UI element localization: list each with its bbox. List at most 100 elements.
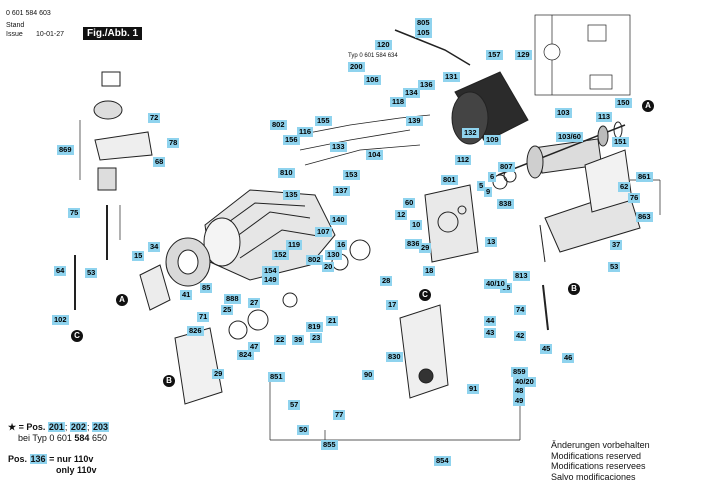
part-label: 810 xyxy=(278,168,295,178)
callout-a-right: A xyxy=(642,100,654,112)
part-label: 78 xyxy=(167,138,180,148)
part-label: 150 xyxy=(615,98,632,108)
part-label: 134 xyxy=(403,88,420,98)
part-label: 116 xyxy=(297,127,314,137)
part-label: 18 xyxy=(423,266,436,276)
part-label: 43 xyxy=(484,328,497,338)
stroke-mechanism xyxy=(399,304,449,399)
wiring-schematic xyxy=(534,14,631,96)
part-label: 13 xyxy=(485,237,498,247)
part-label: 39 xyxy=(292,335,305,345)
part-label: 107 xyxy=(315,227,332,237)
part-label: 44 xyxy=(484,316,497,326)
callout-c-mid: C xyxy=(419,289,431,301)
part-label: 830 xyxy=(386,352,403,362)
gear-housing xyxy=(424,184,479,263)
part-label: 64 xyxy=(54,266,67,276)
doc-number: 0 601 584 603 xyxy=(6,10,51,17)
part-label: 46 xyxy=(562,353,575,363)
part-label: 805 xyxy=(415,18,432,28)
part-label: 807 xyxy=(498,162,515,172)
part-label: 836 xyxy=(405,239,422,249)
part-label: 103/60 xyxy=(556,132,583,142)
part-label: 71 xyxy=(197,312,210,322)
part-label: 45 xyxy=(540,344,553,354)
part-label: 851 xyxy=(268,372,285,382)
part-label: 131 xyxy=(443,72,460,82)
part-label: 153 xyxy=(343,170,360,180)
part-label: 29 xyxy=(212,369,225,379)
part-label: 859 xyxy=(511,367,528,377)
part-label: 21 xyxy=(326,316,339,326)
part-label: 62 xyxy=(618,182,631,192)
part-label: 103 xyxy=(555,108,572,118)
part-label: 140 xyxy=(330,215,347,225)
part-label: 75 xyxy=(68,208,81,218)
part-label: 135 xyxy=(283,190,300,200)
issue-label: Issue xyxy=(6,31,23,38)
footer-line: Änderungen vorbehalten xyxy=(551,440,650,450)
part-label: 29 xyxy=(419,243,432,253)
part-label: 826 xyxy=(187,326,204,336)
part-label: 151 xyxy=(612,137,629,147)
part-label: 130 xyxy=(325,250,342,260)
callout-a-left: A xyxy=(116,294,128,306)
part-label: 139 xyxy=(406,116,423,126)
part-label: 53 xyxy=(85,268,98,278)
part-label: 23 xyxy=(310,333,323,343)
part-label: 20 xyxy=(322,262,335,272)
variant-notes: ★ = Pos. 201; 202; 203 bei Typ 0 601 584… xyxy=(8,422,109,476)
part-label: 34 xyxy=(148,242,161,252)
part-label: 112 xyxy=(455,155,472,165)
figure-label: Fig./Abb. 1 xyxy=(83,27,143,40)
footer-line: Modifications reserved xyxy=(551,450,642,461)
part-label: 802 xyxy=(270,120,287,130)
star-note: ★ = Pos. 201; 202; 203 xyxy=(8,422,109,432)
part-label: 22 xyxy=(274,335,287,345)
part-label: 863 xyxy=(636,212,653,222)
part-label: 10 xyxy=(410,220,423,230)
part-label: 132 xyxy=(462,128,479,138)
part-label: 813 xyxy=(513,271,530,281)
issue-date: 10-01-27 xyxy=(36,31,65,38)
part-label: 156 xyxy=(283,135,300,145)
part-label: 106 xyxy=(364,75,381,85)
part-label: 113 xyxy=(596,112,613,122)
part-label: 5 xyxy=(477,181,486,191)
part-label: 155 xyxy=(315,116,332,126)
part-label: 60 xyxy=(403,198,416,208)
part-label: 68 xyxy=(153,157,166,167)
part-label: 802 xyxy=(306,255,323,265)
part-label: 888 xyxy=(224,294,241,304)
part-label: 200 xyxy=(348,62,365,72)
part-label: 47 xyxy=(248,342,261,352)
part-label: 109 xyxy=(484,135,501,145)
footer-line: Modifications reservees xyxy=(551,461,646,471)
part-label: 40/20 xyxy=(513,377,536,387)
part-label: 85 xyxy=(200,283,213,293)
part-label: 105 xyxy=(415,28,432,38)
footer-line: Salvo modificaciones xyxy=(551,471,636,482)
part-label: 855 xyxy=(321,440,338,450)
part-label: 15 xyxy=(132,251,145,261)
bei-note: bei Typ 0 601 584 650 xyxy=(18,433,107,443)
part-label: 27 xyxy=(248,298,261,308)
part-label: 57 xyxy=(288,400,301,410)
part-label: 40/10 xyxy=(484,279,507,289)
part-label: 53 xyxy=(608,262,621,272)
part-label: 17 xyxy=(386,300,399,310)
part-label: 118 xyxy=(390,97,407,107)
part-label: 120 xyxy=(375,40,392,50)
part-label: 854 xyxy=(434,456,451,466)
typ-note: Typ 0 601 584 634 xyxy=(348,53,398,59)
part-label: 72 xyxy=(148,113,161,123)
part-label: 129 xyxy=(515,50,532,60)
part-label: 42 xyxy=(514,331,527,341)
part-label: 102 xyxy=(52,315,69,325)
part-label: 801 xyxy=(441,175,458,185)
callout-b-left: B xyxy=(163,375,175,387)
stand-label: Stand xyxy=(6,22,25,29)
part-label: 869 xyxy=(57,145,74,155)
part-label: 16 xyxy=(335,240,348,250)
